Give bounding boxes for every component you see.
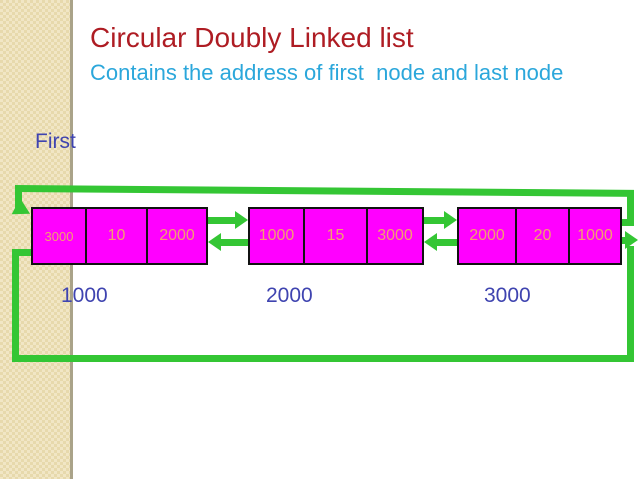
circular-prev-link-right-arrow xyxy=(622,231,638,249)
node-2000-next-cell: 3000 xyxy=(377,227,413,244)
circular-next-link-top-line xyxy=(14,185,634,197)
arrowhead-icon xyxy=(424,233,437,251)
node-3000: 2000 20 1000 xyxy=(457,207,622,265)
circular-prev-link-left-drop xyxy=(12,249,19,362)
prev-arrow-node2-to-node1 xyxy=(208,233,248,251)
arrowhead-icon xyxy=(444,211,457,229)
next-arrow-node2-to-node3 xyxy=(424,211,457,229)
arrow-shaft xyxy=(208,216,235,224)
prev-arrow-node3-to-node2 xyxy=(424,233,457,251)
circular-next-link-right-drop xyxy=(627,190,634,226)
node-3000-data-cell: 20 xyxy=(517,209,570,263)
node-1000-data-cell: 10 xyxy=(87,209,148,263)
arrow-shaft xyxy=(424,216,444,224)
arrow-shaft xyxy=(221,238,248,246)
node-1000-prev-cell: 3000 xyxy=(33,209,87,263)
circular-next-link-right-stub xyxy=(622,219,634,226)
node-1000-address-label: 1000 xyxy=(61,284,108,307)
node-3000-next-cell: 1000 xyxy=(577,227,613,244)
node-3000-prev-cell: 2000 xyxy=(459,209,517,263)
node-2000-address-label: 2000 xyxy=(266,284,313,307)
arrowhead-icon xyxy=(235,211,248,229)
node-2000-data-cell: 15 xyxy=(305,209,368,263)
next-arrow-node1-to-node2 xyxy=(208,211,248,229)
circular-prev-link-left-stub xyxy=(12,249,31,256)
circular-next-link-left-drop xyxy=(15,186,22,213)
node-3000-address-label: 3000 xyxy=(484,284,531,307)
slide-title: Circular Doubly Linked list xyxy=(90,22,414,53)
arrow-shaft xyxy=(622,236,625,244)
arrowhead-icon xyxy=(625,231,638,249)
arrowhead-icon xyxy=(208,233,221,251)
first-pointer-label: First xyxy=(35,130,76,153)
circular-prev-link-right-drop xyxy=(627,246,634,362)
slide-subtitle: Contains the address of first node and l… xyxy=(90,60,564,85)
node-1000: 3000 10 2000 xyxy=(31,207,208,265)
node-2000-prev-cell: 1000 xyxy=(250,209,305,263)
node-1000-next-cell: 2000 xyxy=(159,227,195,244)
circular-prev-link-bottom-line xyxy=(12,355,634,362)
node-2000: 1000 15 3000 xyxy=(248,207,424,265)
arrow-shaft xyxy=(437,238,457,246)
